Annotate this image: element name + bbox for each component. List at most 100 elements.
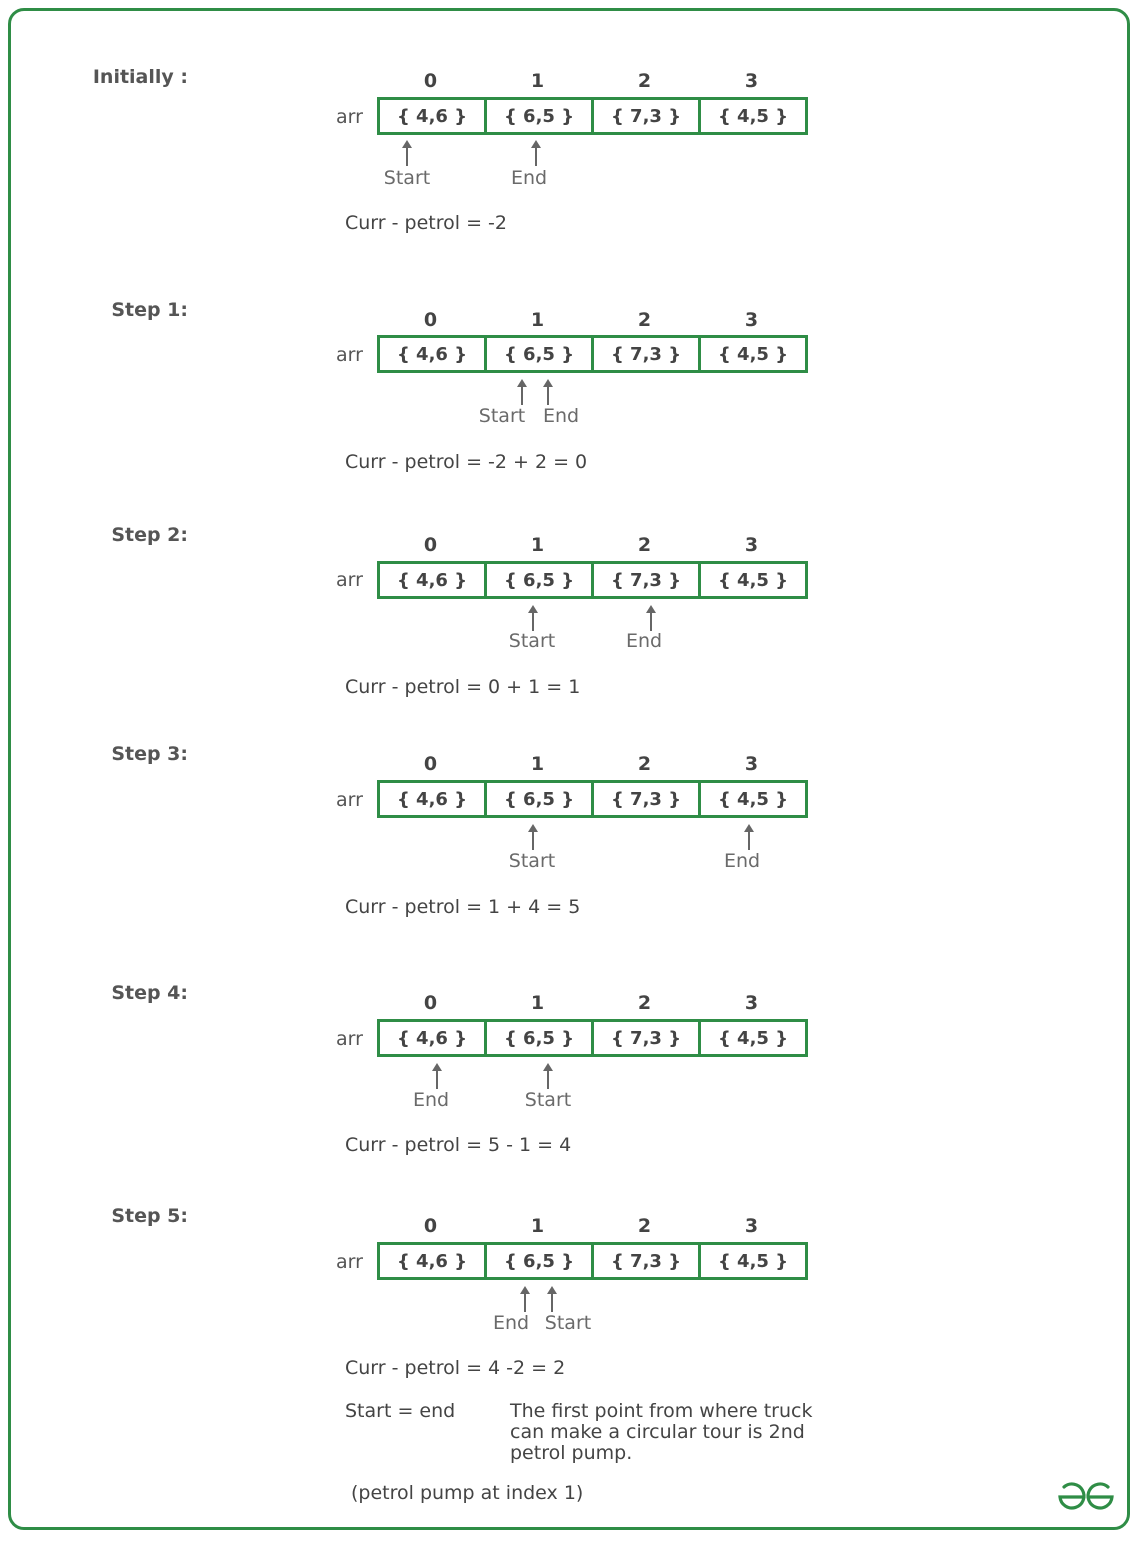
start-pointer-label: Start <box>508 850 556 872</box>
start-arrow-icon <box>402 140 412 166</box>
array-cell-2: { 7,3 } <box>591 780 698 818</box>
arr-label: arr <box>336 106 363 128</box>
index-3: 3 <box>744 309 759 331</box>
index-1: 1 <box>530 70 545 92</box>
index-0: 0 <box>423 1215 438 1237</box>
start-equals-end-text: Start = end <box>345 1400 456 1422</box>
arr-label: arr <box>336 1028 363 1050</box>
step-label: Step 1: <box>111 299 188 321</box>
array-row: { 4,6 } { 6,5 } { 7,3 } { 4,5 } <box>377 335 808 373</box>
array-cell-2: { 7,3 } <box>591 1242 698 1280</box>
array-cell-1: { 6,5 } <box>484 1242 591 1280</box>
index-3: 3 <box>744 534 759 556</box>
array-cell-3: { 4,5 } <box>698 1242 808 1280</box>
end-pointer-label: End <box>510 167 548 189</box>
start-pointer-label: Start <box>524 1089 572 1111</box>
curr-petrol-text: Curr - petrol = -2 + 2 = 0 <box>345 451 588 473</box>
index-1: 1 <box>530 753 545 775</box>
start-pointer-label: Start <box>544 1312 592 1334</box>
index-note-text: (petrol pump at index 1) <box>351 1482 584 1504</box>
array-cell-0: { 4,6 } <box>377 1019 484 1057</box>
diagram-frame <box>8 8 1130 1530</box>
curr-petrol-text: Curr - petrol = 1 + 4 = 5 <box>345 896 581 918</box>
step-label: Step 3: <box>111 743 188 765</box>
curr-petrol-text: Curr - petrol = 4 -2 = 2 <box>345 1357 566 1379</box>
start-arrow-icon <box>528 824 538 850</box>
array-cell-1: { 6,5 } <box>484 97 591 135</box>
index-1: 1 <box>530 992 545 1014</box>
conclusion-line: can make a circular tour is 2nd <box>510 1421 805 1443</box>
end-pointer-label: End <box>625 630 663 652</box>
array-row: { 4,6 } { 6,5 } { 7,3 } { 4,5 } <box>377 780 808 818</box>
start-arrow-icon <box>517 379 527 405</box>
index-0: 0 <box>423 753 438 775</box>
array-cell-2: { 7,3 } <box>591 1019 698 1057</box>
end-arrow-icon <box>531 140 541 166</box>
end-pointer-label: End <box>723 850 761 872</box>
end-pointer-label: End <box>412 1089 450 1111</box>
index-3: 3 <box>744 70 759 92</box>
array-cell-3: { 4,5 } <box>698 1019 808 1057</box>
end-arrow-icon <box>646 605 656 631</box>
index-2: 2 <box>637 753 652 775</box>
array-cell-1: { 6,5 } <box>484 561 591 599</box>
array-cell-3: { 4,5 } <box>698 780 808 818</box>
conclusion-note: The first point from where truck can mak… <box>510 1401 812 1464</box>
index-2: 2 <box>637 534 652 556</box>
start-pointer-label: Start <box>478 405 526 427</box>
arr-label: arr <box>336 1251 363 1273</box>
array-cell-2: { 7,3 } <box>591 97 698 135</box>
start-arrow-icon <box>528 605 538 631</box>
end-arrow-icon <box>432 1063 442 1089</box>
index-3: 3 <box>744 1215 759 1237</box>
array-cell-1: { 6,5 } <box>484 780 591 818</box>
step-label: Initially : <box>92 66 188 88</box>
index-0: 0 <box>423 70 438 92</box>
start-pointer-label: Start <box>508 630 556 652</box>
array-cell-0: { 4,6 } <box>377 97 484 135</box>
curr-petrol-text: Curr - petrol = -2 <box>345 212 507 234</box>
index-0: 0 <box>423 534 438 556</box>
array-cell-3: { 4,5 } <box>698 561 808 599</box>
end-pointer-label: End <box>542 405 580 427</box>
index-2: 2 <box>637 992 652 1014</box>
array-cell-1: { 6,5 } <box>484 1019 591 1057</box>
array-cell-2: { 7,3 } <box>591 335 698 373</box>
start-pointer-label: Start <box>383 167 431 189</box>
index-2: 2 <box>637 1215 652 1237</box>
end-arrow-icon <box>520 1286 530 1312</box>
gfg-logo-icon <box>1058 1482 1114 1510</box>
array-cell-0: { 4,6 } <box>377 561 484 599</box>
start-arrow-icon <box>547 1286 557 1312</box>
curr-petrol-text: Curr - petrol = 0 + 1 = 1 <box>345 676 581 698</box>
arr-label: arr <box>336 569 363 591</box>
index-0: 0 <box>423 992 438 1014</box>
array-row: { 4,6 } { 6,5 } { 7,3 } { 4,5 } <box>377 1242 808 1280</box>
index-1: 1 <box>530 534 545 556</box>
end-arrow-icon <box>744 824 754 850</box>
array-row: { 4,6 } { 6,5 } { 7,3 } { 4,5 } <box>377 97 808 135</box>
step-label: Step 5: <box>111 1205 188 1227</box>
step-label: Step 4: <box>111 982 188 1004</box>
array-cell-0: { 4,6 } <box>377 335 484 373</box>
array-row: { 4,6 } { 6,5 } { 7,3 } { 4,5 } <box>377 561 808 599</box>
arr-label: arr <box>336 344 363 366</box>
array-cell-0: { 4,6 } <box>377 1242 484 1280</box>
index-3: 3 <box>744 992 759 1014</box>
step-label: Step 2: <box>111 524 188 546</box>
index-1: 1 <box>530 309 545 331</box>
conclusion-line: The first point from where truck <box>510 1400 813 1422</box>
array-cell-0: { 4,6 } <box>377 780 484 818</box>
index-1: 1 <box>530 1215 545 1237</box>
arr-label: arr <box>336 789 363 811</box>
array-cell-1: { 6,5 } <box>484 335 591 373</box>
array-cell-3: { 4,5 } <box>698 335 808 373</box>
array-cell-2: { 7,3 } <box>591 561 698 599</box>
array-row: { 4,6 } { 6,5 } { 7,3 } { 4,5 } <box>377 1019 808 1057</box>
start-arrow-icon <box>543 1063 553 1089</box>
index-2: 2 <box>637 309 652 331</box>
array-cell-3: { 4,5 } <box>698 97 808 135</box>
index-3: 3 <box>744 753 759 775</box>
end-pointer-label: End <box>492 1312 530 1334</box>
curr-petrol-text: Curr - petrol = 5 - 1 = 4 <box>345 1134 572 1156</box>
